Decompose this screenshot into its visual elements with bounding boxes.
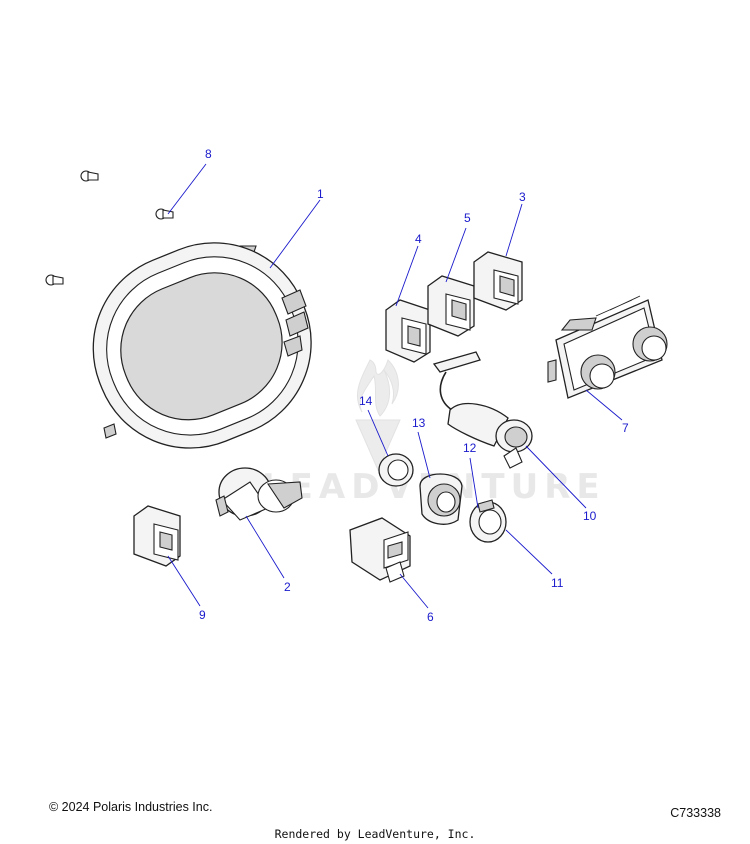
callout-10: 10 — [583, 509, 597, 523]
callout-7: 7 — [622, 421, 629, 435]
callout-13: 13 — [412, 416, 426, 430]
callout-8: 8 — [205, 147, 212, 161]
callout-4: 4 — [415, 232, 422, 246]
leader-14 — [367, 409, 389, 457]
callout-5: 5 — [464, 211, 471, 225]
screw-icon — [80, 170, 99, 182]
leader-11 — [505, 529, 553, 575]
callout-11: 11 — [551, 576, 564, 590]
part-5-rocker-switch — [427, 275, 475, 337]
leader-lines — [167, 163, 623, 609]
part-9-rocker-switch — [133, 505, 181, 567]
rendered-by-text: Rendered by LeadVenture, Inc. — [274, 827, 476, 841]
copyright-text: © 2024 Polaris Industries Inc. — [49, 800, 213, 814]
leader-4 — [395, 245, 419, 307]
leader-2 — [245, 515, 285, 579]
part-1-instrument-cluster — [92, 242, 312, 449]
leader-1 — [269, 199, 321, 269]
callout-2: 2 — [284, 580, 291, 594]
watermark-v-icon — [355, 419, 401, 472]
leader-6 — [399, 573, 429, 609]
part-6-outlet — [349, 517, 411, 583]
callout-1: 1 — [317, 187, 324, 201]
leader-10 — [525, 445, 587, 509]
leader-8 — [167, 163, 207, 215]
callout-numbers: 1 2 3 4 5 6 7 8 9 10 11 12 13 14 — [199, 147, 629, 624]
leader-13 — [417, 431, 431, 479]
leader-9 — [167, 555, 201, 607]
part-10-power-outlet — [432, 351, 533, 469]
part-4-rocker-switch — [385, 299, 431, 363]
part-11-socket-cap — [469, 499, 507, 543]
drawing-number: C733338 — [670, 806, 721, 820]
part-3-rocker-switch — [473, 251, 523, 311]
part-7-control-panel — [547, 295, 668, 399]
part-14-nut — [378, 453, 414, 487]
watermark-flame-icon — [357, 359, 399, 417]
leader-5 — [445, 227, 467, 283]
callout-14: 14 — [359, 394, 373, 408]
leader-3 — [505, 203, 523, 257]
screw-icon — [45, 274, 64, 286]
part-8-screws — [45, 170, 174, 286]
callout-9: 9 — [199, 608, 206, 622]
part-13-usb-socket — [419, 473, 463, 525]
leader-7 — [585, 389, 623, 421]
callout-3: 3 — [519, 190, 526, 204]
part-2-ignition-switch — [215, 467, 303, 521]
callout-6: 6 — [427, 610, 434, 624]
callout-12: 12 — [463, 441, 477, 455]
leader-12 — [469, 457, 479, 509]
